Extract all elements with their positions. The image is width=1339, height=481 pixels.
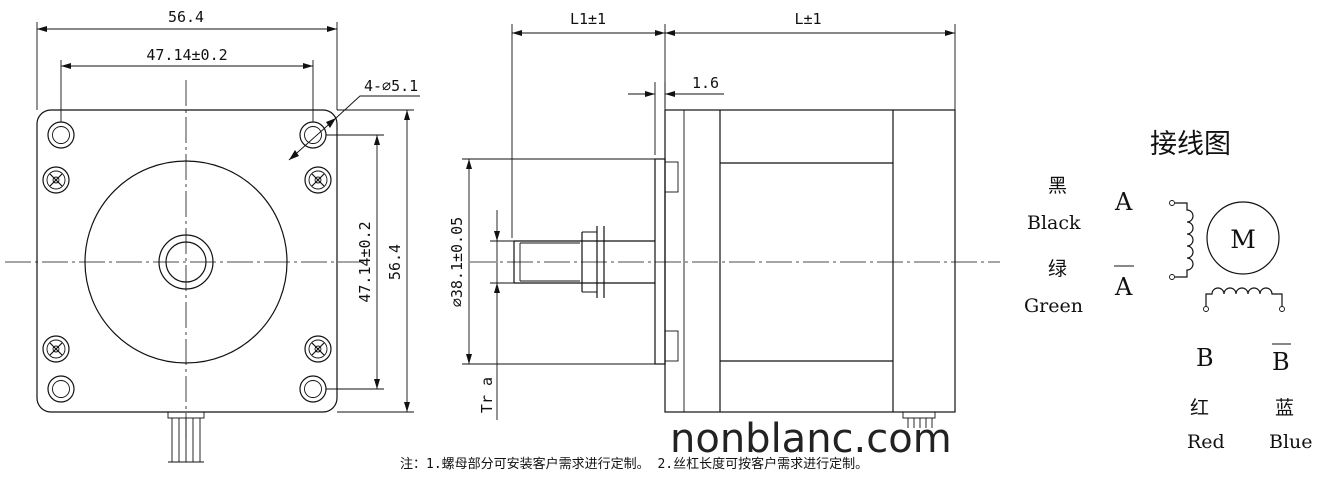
screw-bl	[42, 335, 70, 363]
coil-a	[1169, 200, 1194, 280]
green-cn-label: 绿	[1048, 258, 1067, 280]
watermark: nonblanc.com	[670, 416, 952, 462]
dim-l-label: L±1	[794, 10, 821, 28]
shaft-inner	[165, 241, 207, 283]
dim-l1-label: L1±1	[570, 10, 606, 28]
blue-en-label: Blue	[1269, 431, 1313, 453]
black-en-label: Black	[1027, 212, 1081, 234]
coil-b	[1203, 287, 1285, 312]
phase-a-bar-label: A	[1114, 273, 1133, 301]
dim-hole-spacing-h-label: 47.14±0.2	[146, 46, 227, 64]
dim-width-label: 56.4	[168, 8, 204, 26]
lead-screw	[513, 226, 655, 298]
red-en-label: Red	[1187, 431, 1225, 453]
motor-body-outline	[664, 109, 956, 413]
phase-a-label: A	[1114, 188, 1133, 216]
side-view: L1±1 L±1 1.6 ⌀38.1±0.05 Tr a	[448, 10, 1000, 428]
flange-plate	[654, 158, 666, 365]
phase-b-bar-label: B	[1272, 348, 1290, 376]
rear-leads	[902, 411, 936, 428]
blue-cn-label: 蓝	[1275, 397, 1294, 419]
shaft-outer	[158, 234, 214, 290]
cable-leads	[167, 411, 205, 463]
flange-circle	[84, 160, 288, 364]
black-cn-label: 黑	[1048, 175, 1067, 197]
green-en-label: Green	[1024, 295, 1083, 317]
dim-tr-label: Tr a	[478, 377, 496, 413]
dim-hole-spacing-v-label: 47.14±0.2	[356, 221, 374, 302]
dim-flange-label: 1.6	[692, 74, 719, 92]
screw-tl	[42, 166, 70, 194]
mount-hole-tl	[47, 121, 75, 149]
mount-hole-bl	[47, 375, 75, 403]
dim-height-label: 56.4	[386, 244, 404, 280]
mount-hole-br	[299, 375, 327, 403]
red-cn-label: 红	[1190, 397, 1209, 419]
screw-tr	[304, 166, 332, 194]
wiring-diagram: 接线图 黑 Black A 绿 Green A M B B 红 Red 蓝 Bl…	[1024, 129, 1313, 453]
dim-boss-label: ⌀38.1±0.05	[448, 217, 466, 307]
footnote: 注：1.螺母部分可安装客户需求进行定制。 2.丝杠长度可按客户需求进行定制。	[400, 456, 868, 472]
front-view: 56.4 47.14±0.2 4-⌀5.1 47.14±0.2 56.4	[5, 8, 420, 463]
phase-b-label: B	[1196, 344, 1214, 372]
mount-hole-tr	[299, 121, 327, 149]
wiring-title: 接线图	[1150, 129, 1231, 160]
motor-symbol	[1206, 201, 1280, 275]
motor-label: M	[1230, 225, 1256, 254]
dim-holes-label: 4-⌀5.1	[364, 77, 418, 95]
screw-br	[304, 335, 332, 363]
